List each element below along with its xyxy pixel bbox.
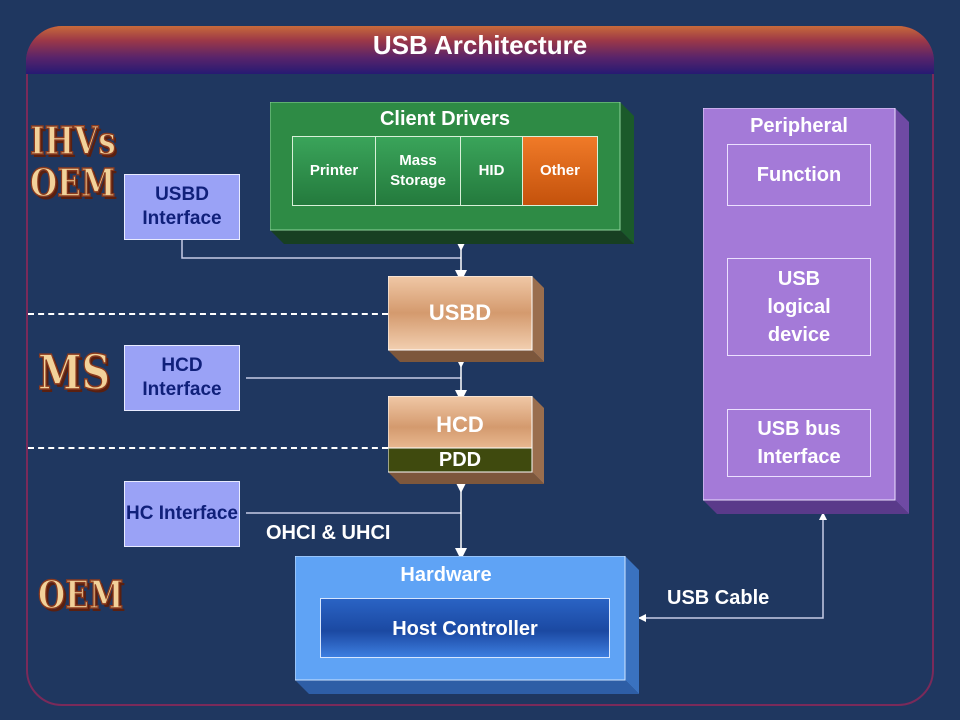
client-driver-printer: Printer (292, 136, 376, 206)
client-drivers-label: Client Drivers (379, 108, 511, 130)
separator-line-bottom (28, 447, 388, 449)
peripheral-label: Peripheral (750, 115, 848, 137)
host-controller-box: Host Controller (320, 598, 610, 658)
client-driver-hid: HID (461, 136, 523, 206)
hcd-interface-box: HCD Interface (124, 345, 240, 411)
usb-cable-label: USB Cable (667, 587, 770, 609)
ohci-uhci-label: OHCI & UHCI (266, 522, 391, 544)
usb-bus-interface-box: USB bus Interface (727, 409, 871, 477)
layer-label-ms: MS (37, 344, 110, 402)
layer-label-ihvs-oem: IHVs OEM (29, 118, 116, 205)
client-driver-mass-storage: Mass Storage (376, 136, 461, 206)
usbd-interface-box: USBD Interface (124, 174, 240, 240)
layer-label-oem: OEM (37, 571, 124, 618)
usbd-box (388, 276, 544, 362)
client-driver-other: Other (523, 136, 598, 206)
hc-interface-box: HC Interface (124, 481, 240, 547)
function-box: Function (727, 144, 871, 206)
pdd-label: PDD (438, 449, 482, 471)
separator-line-top (28, 313, 388, 315)
hcd-label: HCD (436, 412, 484, 437)
title-bar (26, 26, 934, 74)
usbd-label: USBD (428, 300, 492, 325)
usb-logical-device-box: USB logical device (727, 258, 871, 356)
hardware-label: Hardware (400, 564, 492, 586)
hcd-box (388, 396, 544, 484)
slide-title: USB Architecture (372, 30, 588, 60)
